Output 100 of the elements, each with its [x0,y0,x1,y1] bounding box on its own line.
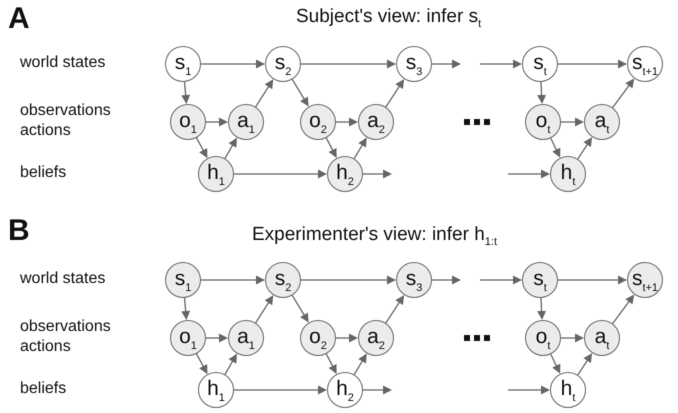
arrow [558,276,627,284]
variable-circle [327,156,363,192]
arrow [255,79,274,108]
arrow [508,386,550,394]
row-label: observations [20,318,111,336]
variable-circle [265,46,301,82]
arrow [354,138,367,159]
arrow [385,79,404,108]
arrow [480,276,522,284]
variable-circle [198,156,234,192]
variable-label: a$_{t}$ [594,108,610,136]
arrow [181,298,190,320]
arrow [201,276,265,284]
arrow [612,78,634,108]
variable-label: s$_{t}$ [533,266,547,294]
arrow [558,60,627,68]
variable-circle [522,46,558,82]
arrow [537,298,546,320]
arrow [577,353,592,376]
variable-circle [300,320,336,356]
variable-label: s$_{1}$ [174,50,192,78]
arrow [292,295,309,322]
row-label: beliefs [20,164,66,182]
arrow [301,276,396,284]
arrow [255,295,274,324]
arrow [385,295,404,324]
arrow [196,138,208,158]
arrow [537,82,546,104]
variable-label: o$_{t}$ [536,108,550,136]
arrow [234,170,327,178]
arrow [224,354,238,375]
arrow [326,138,337,158]
variable-circle [396,262,432,298]
arrow [612,294,634,324]
row-label: actions [20,122,71,140]
arrow [336,334,358,342]
arrow [224,138,238,159]
arrow [561,118,584,126]
arrow [550,138,560,158]
arrow [201,60,265,68]
variable-label: a$_{t}$ [594,324,610,352]
variable-label: s$_{2}$ [274,50,292,78]
row-label: beliefs [20,380,66,398]
variable-label: h$_{2}$ [336,376,354,404]
arrow [206,334,228,342]
variable-circle [522,262,558,298]
variable-circle [170,104,206,140]
arrow [181,82,190,104]
variable-label: s$_{2}$ [274,266,292,294]
panel-title: Experimenter's view: infer h$_{1:t}$ [252,224,498,248]
variable-label: a$_{1}$ [237,324,255,352]
variable-circle [300,104,336,140]
variable-circle [228,320,264,356]
panel-letter: B [8,214,30,248]
variable-label: h$_{1}$ [207,376,225,404]
arrow [577,137,592,160]
arrow [206,118,228,126]
variable-label: s$_{1}$ [174,266,192,294]
arrow [363,386,392,394]
variable-label: o$_{1}$ [179,108,197,136]
arrow [508,170,550,178]
variable-label: o$_{t}$ [536,324,550,352]
variable-circle [396,46,432,82]
arrow [196,354,208,374]
arrow [326,354,337,374]
variable-label: h$_{1}$ [207,160,225,188]
variable-circle [165,46,201,82]
arrow [550,354,560,374]
arrow [561,334,584,342]
variable-circle [165,262,201,298]
variable-circle [584,320,620,356]
variable-label: s$_{t}$ [533,50,547,78]
row-label: world states [20,54,106,72]
variable-label: s$_{3}$ [406,50,422,78]
arrow [301,60,396,68]
panel-letter: A [8,2,30,36]
variable-label: s$_{t+1}$ [632,50,658,78]
arrow [234,386,327,394]
arrow [480,60,522,68]
variable-label: a$_{1}$ [237,108,255,136]
row-label: world states [20,270,106,288]
variable-circle [265,262,301,298]
arrow [336,118,358,126]
variable-label: o$_{2}$ [309,324,327,352]
row-label: observations [20,102,111,120]
variable-circle [170,320,206,356]
arrow [354,354,367,375]
arrow [292,79,309,106]
variable-circle [525,104,561,140]
variable-circle [198,372,234,408]
variable-label: h$_{2}$ [336,160,354,188]
variable-label: s$_{t+1}$ [632,266,658,294]
row-label: actions [20,338,71,356]
variable-circle [525,320,561,356]
variable-circle [228,104,264,140]
variable-circle [358,104,394,140]
variable-label: o$_{1}$ [179,324,197,352]
arrow [432,276,461,284]
variable-circle [550,372,586,408]
arrow [432,60,461,68]
